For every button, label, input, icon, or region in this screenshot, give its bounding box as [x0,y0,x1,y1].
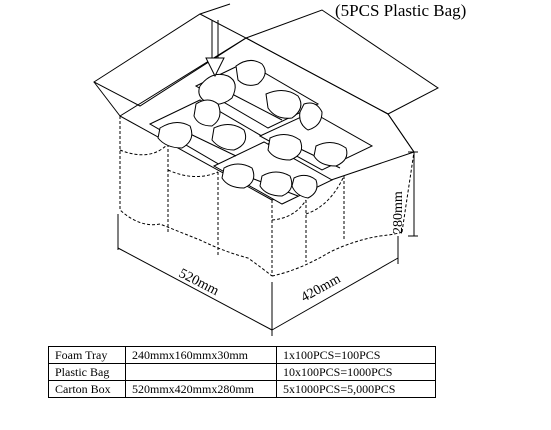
table-row: Carton Box 520mmx420mmx280mm 5x1000PCS=5… [48,380,436,398]
row-name: Plastic Bag [48,363,126,381]
row-name: Carton Box [48,380,126,398]
bag-label: (5PCS Plastic Bag) [335,1,466,20]
box-walls [119,116,415,277]
row-qty: 1x100PCS=100PCS [276,346,436,364]
dimension-width: 420mm [299,272,344,306]
specification-table: Foam Tray 240mmx160mmx30mm 1x100PCS=100P… [48,346,436,398]
row-size: 240mmx160mmx30mm [125,346,277,364]
row-size: 520mmx420mmx280mm [125,380,277,398]
row-qty: 5x1000PCS=5,000PCS [276,380,436,398]
dimension-length: 520mm [176,266,221,299]
insert-arrow-icon [205,20,225,78]
row-size [125,363,277,381]
table-row: Foam Tray 240mmx160mmx30mm 1x100PCS=100P… [48,346,436,364]
dimension-lines [117,151,418,336]
carton-box-diagram: (5PCS Plastic Bag) 520mm 420mm 280mm [93,1,466,336]
table-row: Plastic Bag 10x100PCS=1000PCS [48,363,436,381]
plastic-bags [157,60,348,199]
dimension-height: 280mm [391,191,406,234]
row-qty: 10x100PCS=1000PCS [276,363,436,381]
row-name: Foam Tray [48,346,126,364]
